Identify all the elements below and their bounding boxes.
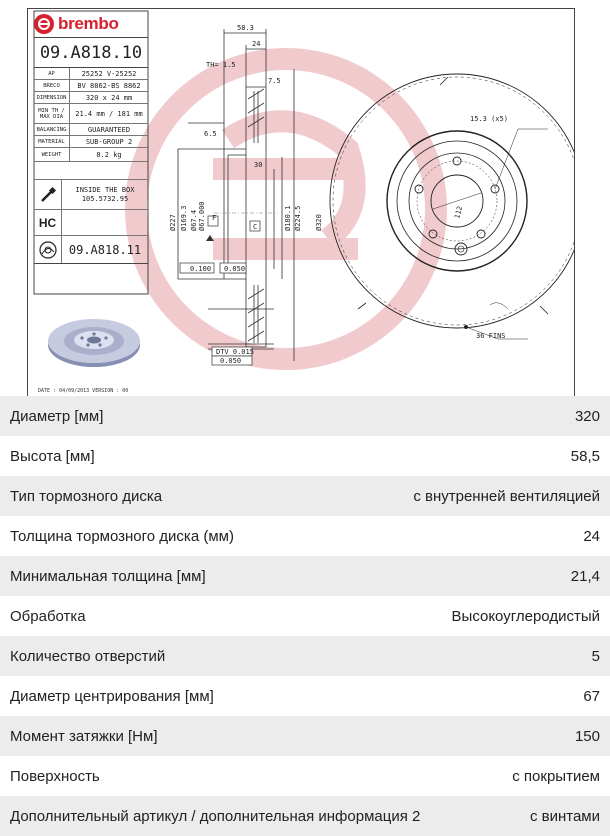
spec-value: 67 (583, 687, 600, 705)
dim-d1801: Ø180.1 (284, 206, 292, 231)
spec-row-dimension: DIMENSION 320 x 24 mm (34, 92, 148, 104)
brembo-logo-icon (34, 14, 54, 34)
dim-th: TH= 1.5 (206, 61, 236, 69)
date-version: DATE : 04/09/2013 VERSION : 00 (38, 388, 129, 394)
tol-dtv: DTV 0.015 (216, 348, 254, 356)
spec-name: Диаметр центрирования [мм] (10, 687, 214, 705)
inside-box-code: 105.5732.95 (81, 194, 129, 203)
spec-value: с винтами (529, 807, 600, 825)
spec-value: SUB-GROUP 2 (85, 137, 133, 146)
spec-value: с покрытием (512, 767, 600, 785)
brand-header: brembo (34, 11, 148, 38)
spec-row-material: MATERIAL SUB-GROUP 2 (34, 136, 148, 148)
spec-name: Дополнительный артикул / дополнительная … (10, 807, 421, 825)
inside-box-text: INSIDE THE BOX 105.5732.95 (62, 186, 148, 204)
spec-key: BALANCING (34, 124, 70, 135)
spec-value: с внутренней вентиляцией (413, 487, 600, 505)
tol-runout: 0.100 (190, 265, 211, 273)
table-row: Толщина тормозного диска (мм) 24 (0, 516, 610, 556)
spec-row-min-max: MIN TH / MAX DIA 21.4 mm / 181 mm (34, 104, 148, 124)
ref-c-label: C (253, 223, 257, 231)
tol-parallel: 0.050 (224, 265, 245, 273)
alt-part-number: 09.A818.11 (68, 242, 142, 257)
dim-offset-65: 6.5 (204, 130, 217, 138)
spec-value: 320 (574, 407, 600, 425)
dim-d227: Ø227 (169, 214, 177, 231)
spec-row-balancing: BALANCING GUARANTEED (34, 124, 148, 136)
spec-name: Поверхность (10, 767, 100, 785)
spec-value: BV 8862-BS 8862 (77, 81, 141, 90)
disc-photo-icon (48, 319, 140, 367)
table-row: Минимальная толщина [мм] 21,4 (0, 556, 610, 596)
spec-name: Диаметр [мм] (10, 407, 104, 425)
spec-value: Высокоуглеродистый (451, 607, 600, 625)
spec-value: 8.2 kg (96, 150, 122, 159)
spec-name: Толщина тормозного диска (мм) (10, 527, 234, 545)
spacer (34, 162, 148, 180)
spec-row-ap: AP 25252 V-25252 (34, 68, 148, 80)
dim-d67: Ø67.000 (198, 201, 206, 231)
spec-name: Обработка (10, 607, 86, 625)
spec-row-weight: WEIGHT 8.2 kg (34, 148, 148, 162)
spec-key: WEIGHT (34, 148, 70, 161)
table-row: Количество отверстий 5 (0, 636, 610, 676)
spec-name: Момент затяжки [Нм] (10, 727, 158, 745)
brand-name: brembo (58, 14, 119, 33)
dim-d674: Ø67.4 (190, 210, 198, 231)
spec-key: MIN TH / MAX DIA (34, 104, 70, 123)
dim-d2245: Ø224.5 (294, 206, 302, 231)
hc-icon: HC (34, 210, 62, 235)
disc-drawing: 58.3 24 TH= 1.5 7.5 6.5 30 F C 0.100 0.0… (33, 10, 574, 366)
dim-fins: 36 FINS (476, 332, 506, 340)
spec-key: BRECO (34, 80, 70, 91)
hc-row: HC (34, 210, 148, 236)
dim-d320: Ø320 (315, 214, 323, 231)
inside-box-row: INSIDE THE BOX 105.5732.95 (34, 180, 148, 210)
spec-value: 320 x 24 mm (85, 93, 133, 102)
inside-box-label: INSIDE THE BOX (75, 185, 135, 194)
table-row: Диаметр [мм] 320 (0, 396, 610, 436)
screw-icon (34, 180, 62, 209)
spec-value: 21,4 (570, 567, 600, 585)
table-row: Диаметр центрирования [мм] 67 (0, 676, 610, 716)
spec-name: Количество отверстий (10, 647, 166, 665)
spec-value: 58,5 (570, 447, 600, 465)
table-row: Поверхность с покрытием (0, 756, 610, 796)
dim-height-total: 58.3 (237, 24, 254, 32)
dim-bolt-hole: 15.3 (x5) (470, 115, 508, 123)
spec-value: 150 (574, 727, 600, 745)
spec-name: Тип тормозного диска (10, 487, 163, 505)
tol-flat: 0.050 (220, 357, 241, 365)
table-row: Момент затяжки [Нм] 150 (0, 716, 610, 756)
spec-name: Высота [мм] (10, 447, 95, 465)
ref-f-label: F (212, 214, 216, 222)
dim-offset-75: 7.5 (268, 77, 281, 85)
table-row: Тип тормозного диска с внутренней вентил… (0, 476, 610, 516)
table-row: Дополнительный артикул / дополнительная … (0, 796, 610, 836)
spec-value: 21.4 mm / 181 mm (75, 109, 143, 118)
spec-value: 5 (591, 647, 600, 665)
spec-value: GUARANTEED (87, 125, 131, 134)
spec-key: DIMENSION (34, 92, 70, 103)
alt-part-row: 09.A818.11 (34, 236, 148, 264)
spec-value: 25252 V-25252 (81, 69, 137, 78)
dim-pcd: 112 (453, 205, 464, 219)
dim-d1693: Ø169.3 (180, 206, 188, 231)
table-row: Высота [мм] 58,5 (0, 436, 610, 476)
info-panel: brembo 09.A818.10 AP 25252 V-25252 BRECO… (34, 11, 148, 264)
spec-row-breco: BRECO BV 8862-BS 8862 (34, 80, 148, 92)
dim-depth-30: 30 (254, 161, 262, 169)
spec-key: AP (34, 68, 70, 79)
specs-table: Диаметр [мм] 320 Высота [мм] 58,5 Тип то… (0, 396, 610, 836)
dim-hat-depth: 24 (252, 40, 260, 48)
technical-drawing: 58.3 24 TH= 1.5 7.5 6.5 30 F C 0.100 0.0… (27, 8, 575, 397)
table-row: Обработка Высокоуглеродистый (0, 596, 610, 636)
part-number: 09.A818.10 (34, 38, 148, 68)
coated-disc-icon (34, 236, 62, 263)
hc-label: HC (38, 215, 57, 230)
spec-name: Минимальная толщина [мм] (10, 567, 206, 585)
spec-key: MATERIAL (34, 136, 70, 147)
spec-value: 24 (583, 527, 600, 545)
hc-spacer (62, 210, 148, 235)
